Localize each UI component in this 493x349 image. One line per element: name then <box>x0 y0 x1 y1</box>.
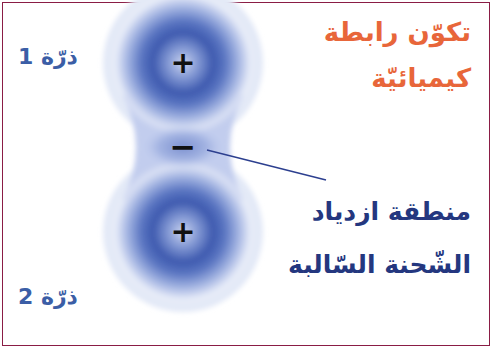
diagram-title: تكوّن رابطة كيميائيّة <box>296 10 471 101</box>
charge-sign: − <box>168 128 198 166</box>
atom-circle: + <box>153 202 213 262</box>
charge-sign: + <box>170 48 195 78</box>
leader-line <box>207 150 326 180</box>
atom-circle: + <box>153 33 213 93</box>
region-label: منطقة ازدياد الشّحنة السّالبة <box>266 186 471 291</box>
atom-label: ذرّة 2 <box>18 284 98 310</box>
atom-label: ذرّة 1 <box>18 44 98 70</box>
electron-cloud <box>103 0 263 312</box>
charge-sign: + <box>170 217 195 247</box>
